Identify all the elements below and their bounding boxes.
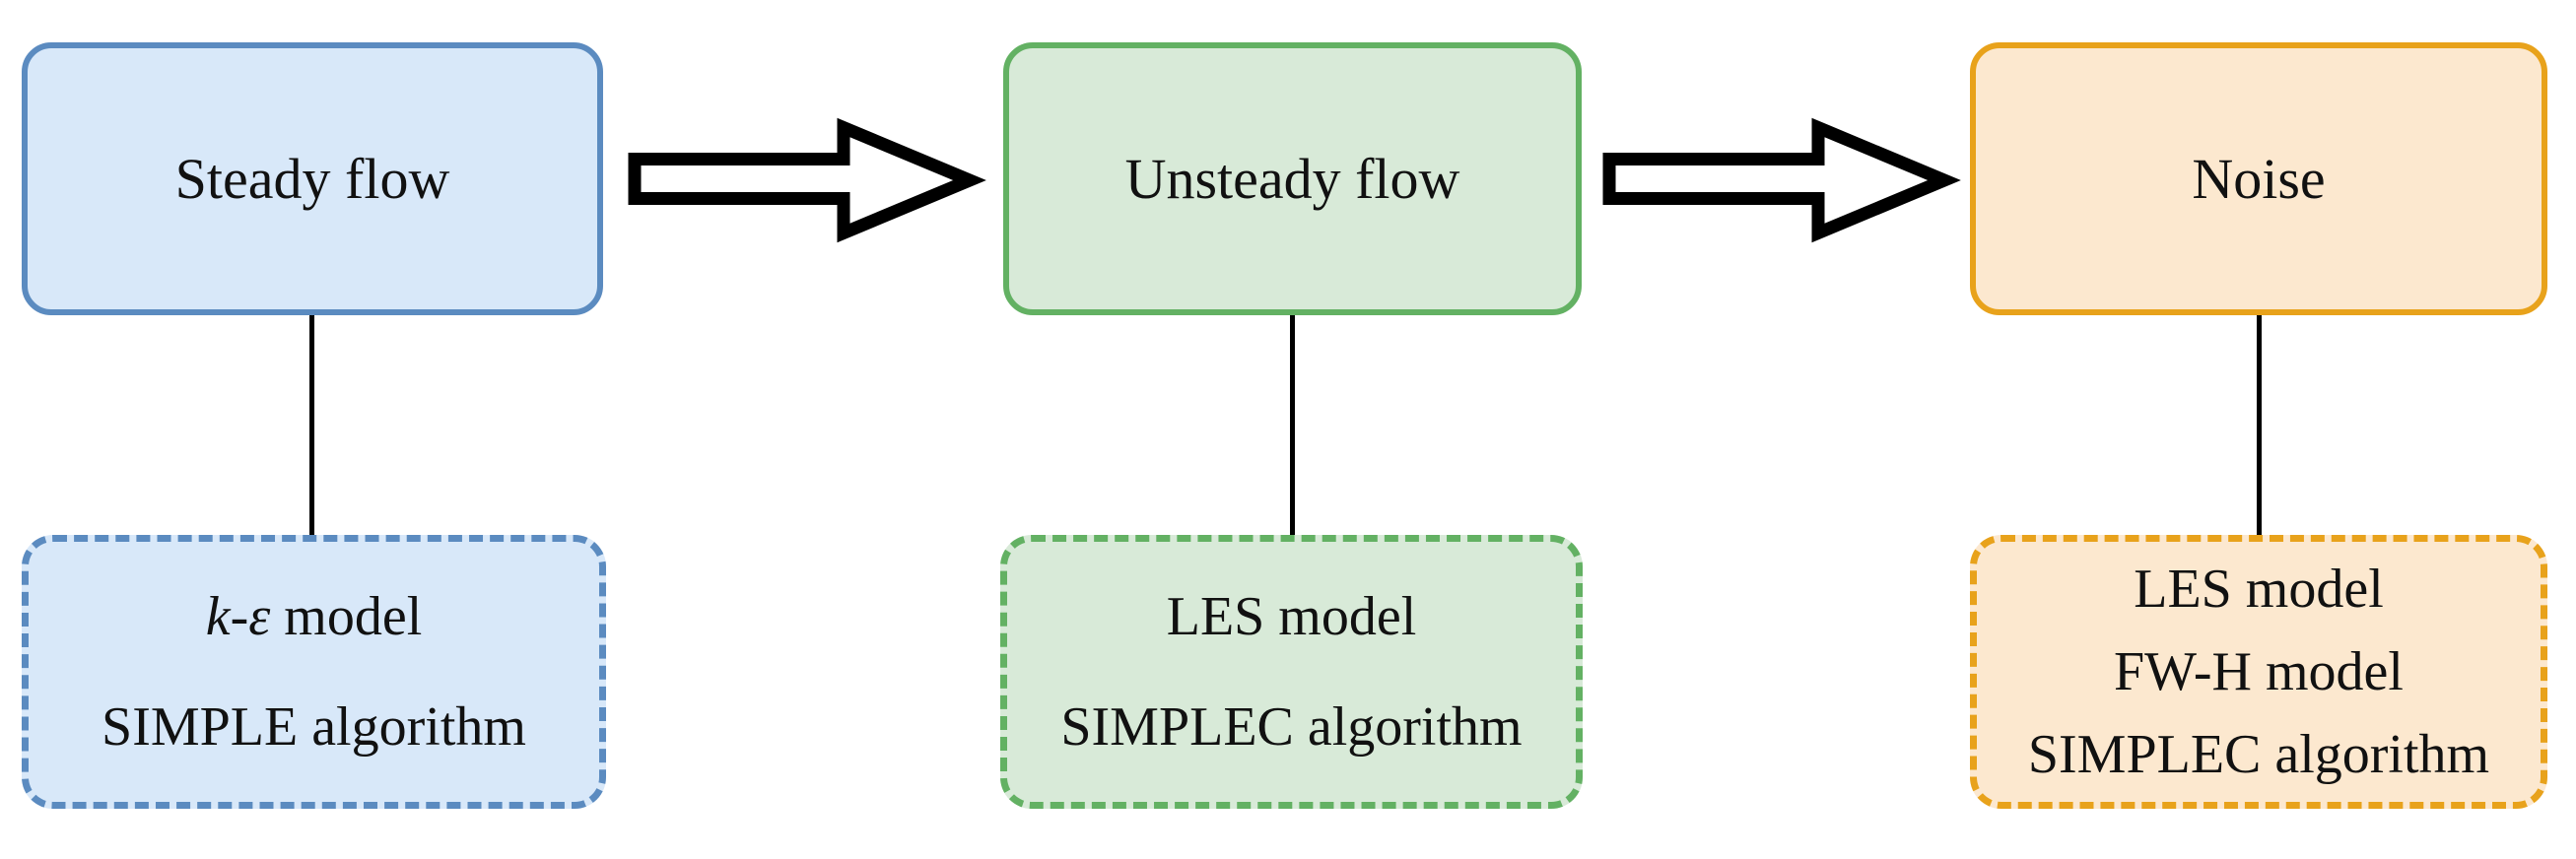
steady-flow-label: Steady flow [174, 146, 450, 211]
unsteady-flow-connector-line [1290, 315, 1295, 536]
k-epsilon-model-label: k-ε model [205, 586, 423, 647]
right-block-arrow-1 [628, 117, 986, 243]
les-model-label: LES model [1166, 586, 1417, 647]
unsteady-flow-methods-box: LES model SIMPLEC algorithm [1000, 535, 1583, 809]
simplec-algorithm-label: SIMPLEC algorithm [1060, 696, 1523, 758]
unsteady-flow-label: Unsteady flow [1124, 146, 1460, 211]
right-block-arrow-2 [1602, 117, 1961, 243]
steady-flow-methods-box: k-ε model SIMPLE algorithm [22, 535, 606, 809]
noise-connector-line [2257, 315, 2262, 536]
noise-methods-box: LES model FW-H model SIMPLEC algorithm [1970, 535, 2547, 809]
simplec-algorithm-label-2: SIMPLEC algorithm [2027, 724, 2490, 785]
fwh-model-label: FW-H model [2114, 641, 2404, 702]
unsteady-flow-box: Unsteady flow [1003, 42, 1582, 315]
les-model-label-2: LES model [2134, 559, 2384, 620]
steady-flow-box: Steady flow [22, 42, 603, 315]
steady-flow-connector-line [309, 315, 314, 536]
noise-box: Noise [1970, 42, 2547, 315]
simple-algorithm-label: SIMPLE algorithm [102, 696, 526, 758]
noise-label: Noise [2192, 146, 2326, 211]
